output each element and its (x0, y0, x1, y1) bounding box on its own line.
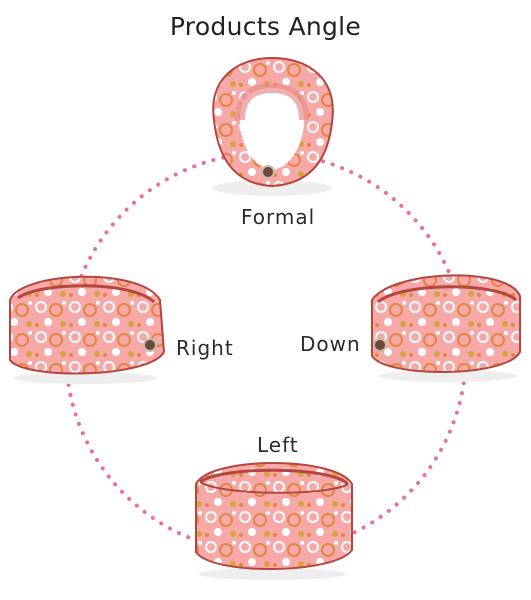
page-title: Products Angle (169, 12, 362, 41)
pillow-down-view-image (371, 274, 521, 382)
label-left: Left (257, 433, 299, 457)
pillow-left-view-image (195, 462, 353, 580)
label-right: Right (176, 336, 234, 360)
pillow-formal-image (212, 56, 334, 196)
pillow-right-view-image (9, 275, 166, 384)
label-down: Down (300, 332, 361, 356)
label-formal: Formal (241, 205, 316, 229)
